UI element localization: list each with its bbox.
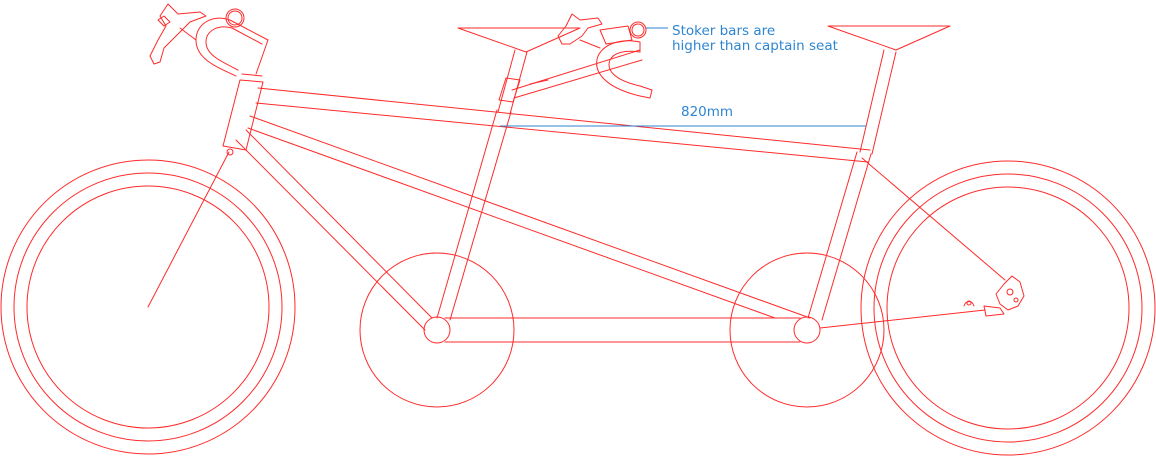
diagonal-tube-lower: [247, 127, 776, 319]
front-brake-lever: [149, 3, 207, 65]
stoker-bar-clamp: [599, 25, 633, 45]
rear-chainring: [729, 252, 885, 408]
rear-tire-outer: [860, 160, 1156, 456]
captain-seat-tube-right: [449, 111, 512, 321]
rear-tire-inner: [873, 173, 1143, 443]
stoker-saddle: [827, 25, 951, 51]
chain-stay: [819, 309, 986, 329]
captain-seatpost-left: [497, 49, 516, 113]
stoker-bar-end-cap: [631, 23, 645, 37]
fork-crown: [226, 148, 234, 156]
front-tire-inner: [13, 172, 283, 442]
front-rim: [26, 185, 270, 429]
front-lever-blade: [179, 27, 197, 41]
rear-derailleur: [963, 275, 1025, 317]
head-tube: [222, 79, 264, 151]
stoker-note-line2: higher than captain seat: [672, 38, 838, 54]
captain-saddle: [457, 27, 581, 53]
captain-seat-tube-left: [436, 109, 498, 319]
front-drop-bar-inner: [205, 26, 263, 71]
derailleur-cage: [983, 305, 1005, 317]
top-tube-upper: [257, 87, 871, 151]
derailleur-pulley-upper: [1006, 288, 1014, 296]
front-stem-top: [241, 73, 263, 77]
captain-seat: [457, 27, 581, 115]
stoker-stem-clamp: [498, 77, 521, 103]
rear-rim: [886, 186, 1130, 430]
captain-seatpost-right: [509, 51, 528, 115]
front-bottom-bracket: [423, 316, 451, 344]
stoker-stem-lower: [513, 59, 643, 99]
down-tube-upper: [245, 129, 433, 319]
front-fork: [147, 151, 230, 308]
rear-wheel: [860, 160, 1156, 456]
stoker-stem-bolt: [529, 79, 549, 85]
rear-crankset: [729, 252, 885, 408]
stoker-seat: [827, 25, 951, 155]
front-tire-outer: [0, 159, 296, 455]
axle-nut: [966, 300, 972, 306]
front-wheel: [0, 159, 296, 455]
front-bar-end: [225, 8, 245, 28]
stoker-note-line1: Stoker bars are: [672, 23, 775, 39]
derailleur-body: [995, 275, 1025, 311]
front-bar-end-cap: [227, 10, 243, 26]
frame: [147, 79, 1006, 343]
stoker-seat-tube-right: [821, 153, 872, 321]
stoker-seatpost-left: [859, 49, 885, 153]
front-crankset: [359, 252, 515, 408]
front-handlebar: [149, 3, 269, 77]
annotations: Stoker bars are higher than captain seat…: [500, 23, 866, 127]
dimension-label: 820mm: [681, 104, 733, 120]
rear-bottom-bracket: [793, 316, 821, 344]
stoker-seatpost-right: [871, 51, 897, 155]
derailleur-pulley-lower: [1013, 297, 1019, 303]
seat-stay: [861, 157, 1006, 281]
stoker-lever-blade: [579, 39, 601, 49]
front-chainring: [359, 252, 515, 408]
stoker-brake-lever: [557, 13, 603, 45]
stoker-drop-bar: [596, 40, 653, 99]
diagonal-tube-upper: [249, 115, 811, 319]
stoker-bar-end: [629, 21, 647, 39]
stoker-seat-tube-left: [807, 151, 858, 319]
down-tube-lower: [235, 139, 426, 331]
front-stem-riser: [255, 39, 269, 75]
stoker-handlebar: [498, 13, 653, 103]
front-brake-hood: [157, 15, 171, 27]
top-tube-lower: [255, 102, 869, 163]
